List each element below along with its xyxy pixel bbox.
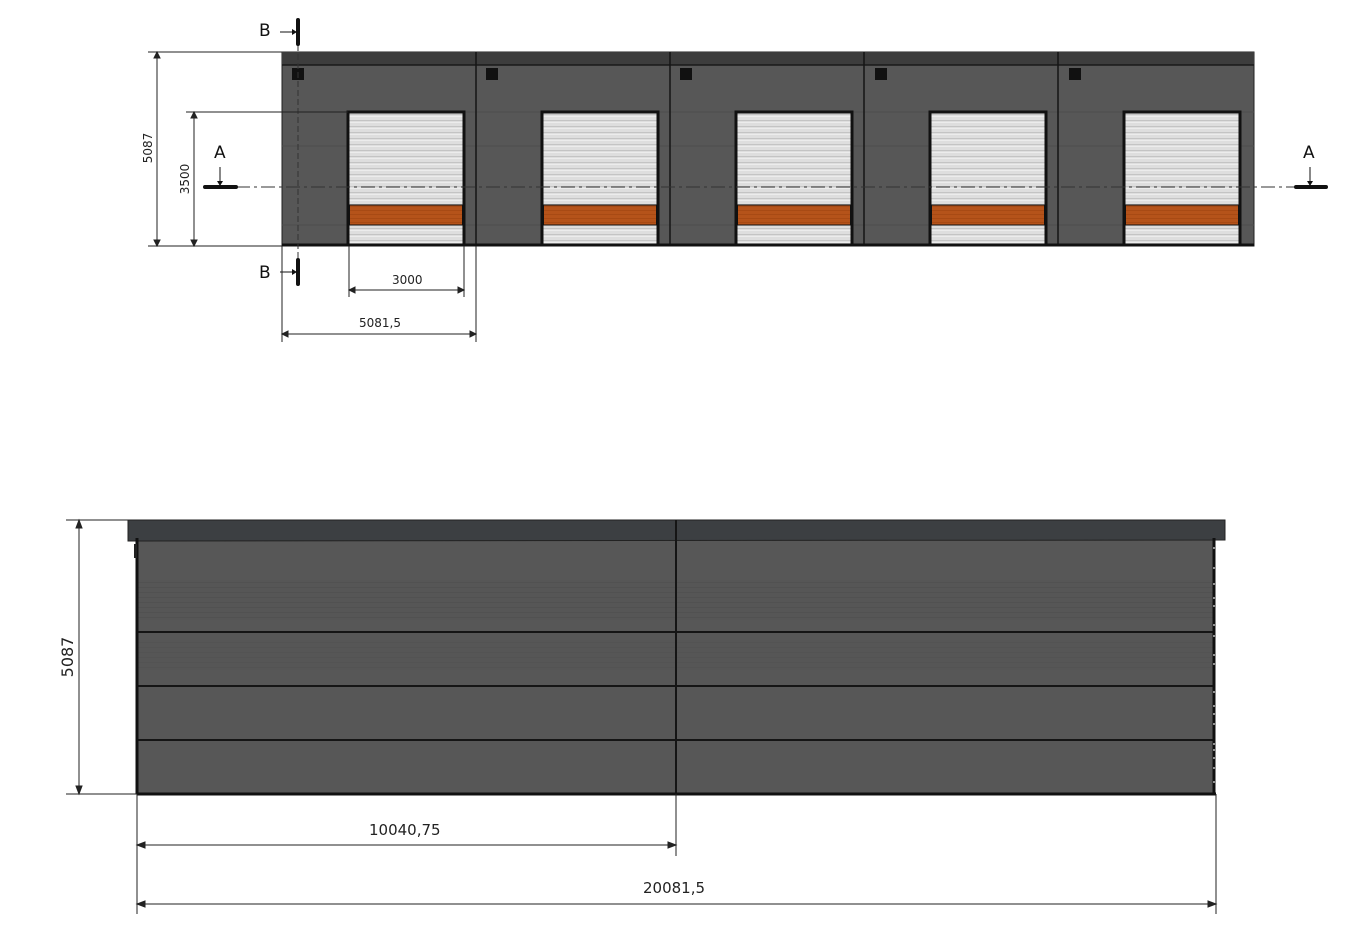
- dim-height-side: [66, 518, 137, 796]
- dim-label-bay-width: 5081,5: [359, 316, 401, 330]
- front-elevation: [148, 18, 1328, 342]
- dim-label-door-height: 3500: [178, 163, 192, 195]
- section-label-a-right: A: [1303, 143, 1315, 163]
- dim-label-front-height: 5087: [141, 132, 155, 164]
- dim-label-door-width: 3000: [392, 273, 423, 287]
- dim-bay-width: [280, 246, 478, 342]
- section-label-b-bottom: B: [259, 263, 271, 283]
- section-label-b-top: B: [259, 21, 271, 41]
- dim-total-length: [135, 794, 1218, 914]
- dim-door-height: [186, 110, 348, 248]
- dim-label-total-length: 20081,5: [643, 879, 706, 897]
- section-label-a-left: A: [214, 143, 226, 163]
- dim-height-front: [148, 50, 282, 248]
- side-elevation: [66, 518, 1226, 914]
- dim-half-length: [135, 794, 678, 914]
- roller-doors: [346, 110, 1242, 247]
- dim-label-half-length: 10040,75: [369, 821, 441, 839]
- dim-label-side-height: 5087: [58, 636, 77, 678]
- dim-door-width: [347, 246, 466, 297]
